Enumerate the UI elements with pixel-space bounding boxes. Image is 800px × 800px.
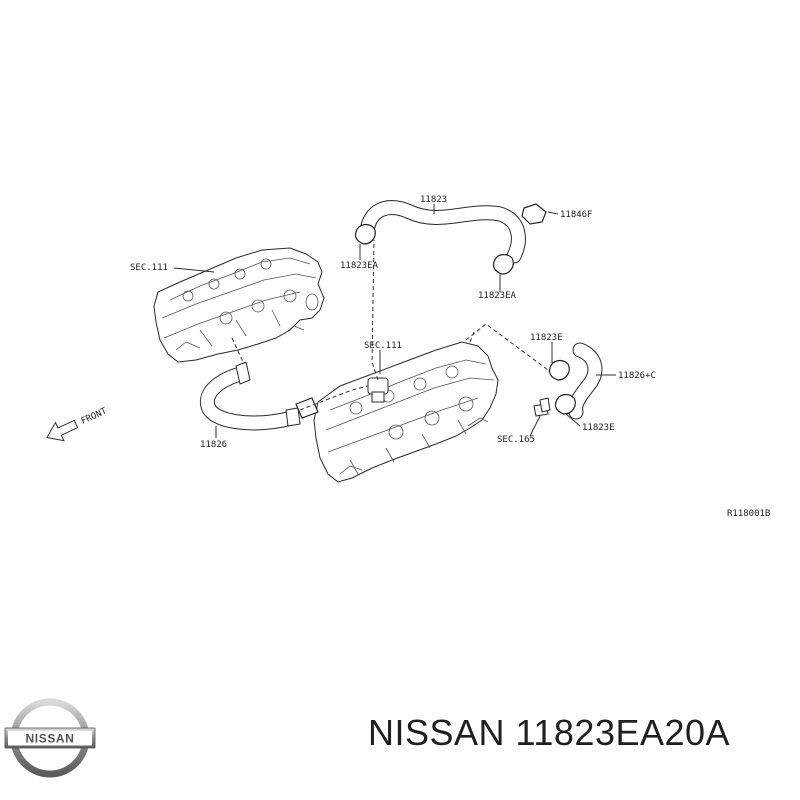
label-11823ea-right: 11823EA bbox=[478, 291, 517, 301]
nissan-logo: NISSAN bbox=[4, 698, 96, 778]
connection-lines bbox=[231, 239, 549, 411]
label-sec111-center: SEC.111 bbox=[364, 341, 402, 351]
label-11823: 11823 bbox=[420, 195, 447, 205]
label-11823e-top: 11823E bbox=[530, 333, 563, 343]
label-11823e-bottom: 11823E bbox=[582, 423, 615, 433]
logo-wordmark: NISSAN bbox=[26, 732, 75, 746]
label-11826c: 11826+C bbox=[618, 371, 656, 381]
label-11826: 11826 bbox=[200, 440, 227, 450]
hose-11826 bbox=[199, 361, 319, 431]
brand-part-number: NISSAN 11823EA20A bbox=[368, 712, 731, 753]
label-sec165: SEC.165 bbox=[497, 435, 535, 445]
hose-11823 bbox=[354, 200, 547, 275]
front-label: FRONT bbox=[80, 406, 109, 427]
front-arrow: FRONT bbox=[46, 406, 109, 442]
label-11846f: 11846F bbox=[560, 210, 593, 220]
left-cylinder-head bbox=[153, 247, 325, 363]
hose-11826c bbox=[533, 342, 603, 420]
drawing-reference: R118001B bbox=[727, 509, 770, 519]
label-sec111-left: SEC.111 bbox=[130, 263, 168, 273]
center-cylinder-head bbox=[313, 341, 499, 483]
label-11823ea-left: 11823EA bbox=[340, 261, 379, 271]
leader-lines bbox=[173, 204, 616, 438]
